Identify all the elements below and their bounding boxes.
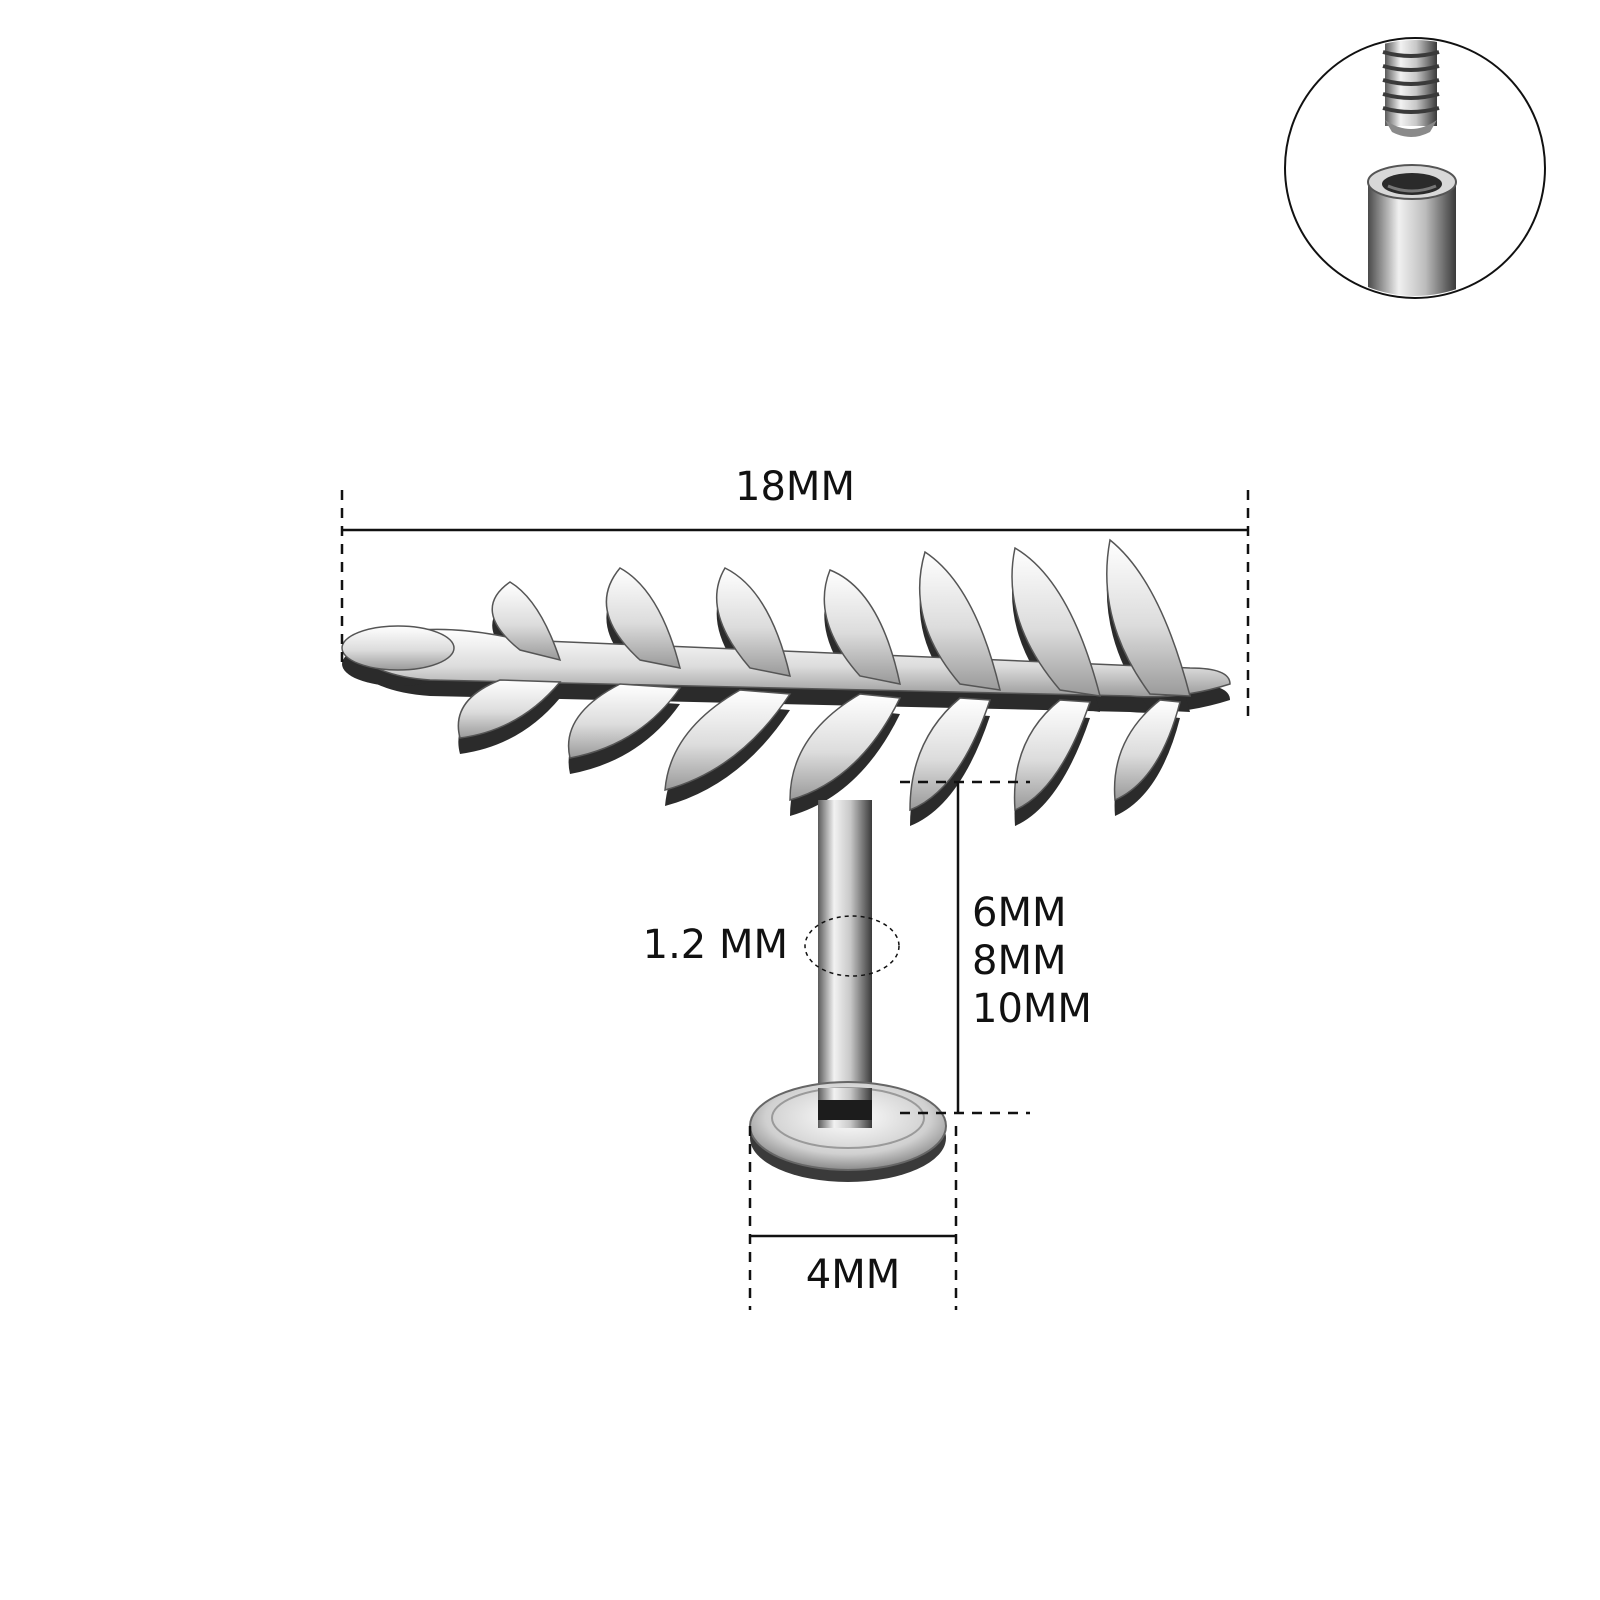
width-label: 18MM [735, 464, 855, 510]
gauge-label: 1.2 MM [643, 922, 788, 968]
length-label-8: 8MM [972, 938, 1066, 984]
length-label-6: 6MM [972, 890, 1066, 936]
gauge-marker-ellipse [804, 915, 900, 977]
length-label-10: 10MM [972, 986, 1092, 1032]
fern-leaf-top [341, 538, 1231, 826]
thread-detail-inset [1284, 37, 1546, 299]
internal-thread-detail-icon [1367, 40, 1457, 296]
flat-disc-back [749, 1081, 947, 1182]
disc-label: 4MM [806, 1252, 900, 1298]
dimension-lines [340, 490, 1250, 1310]
